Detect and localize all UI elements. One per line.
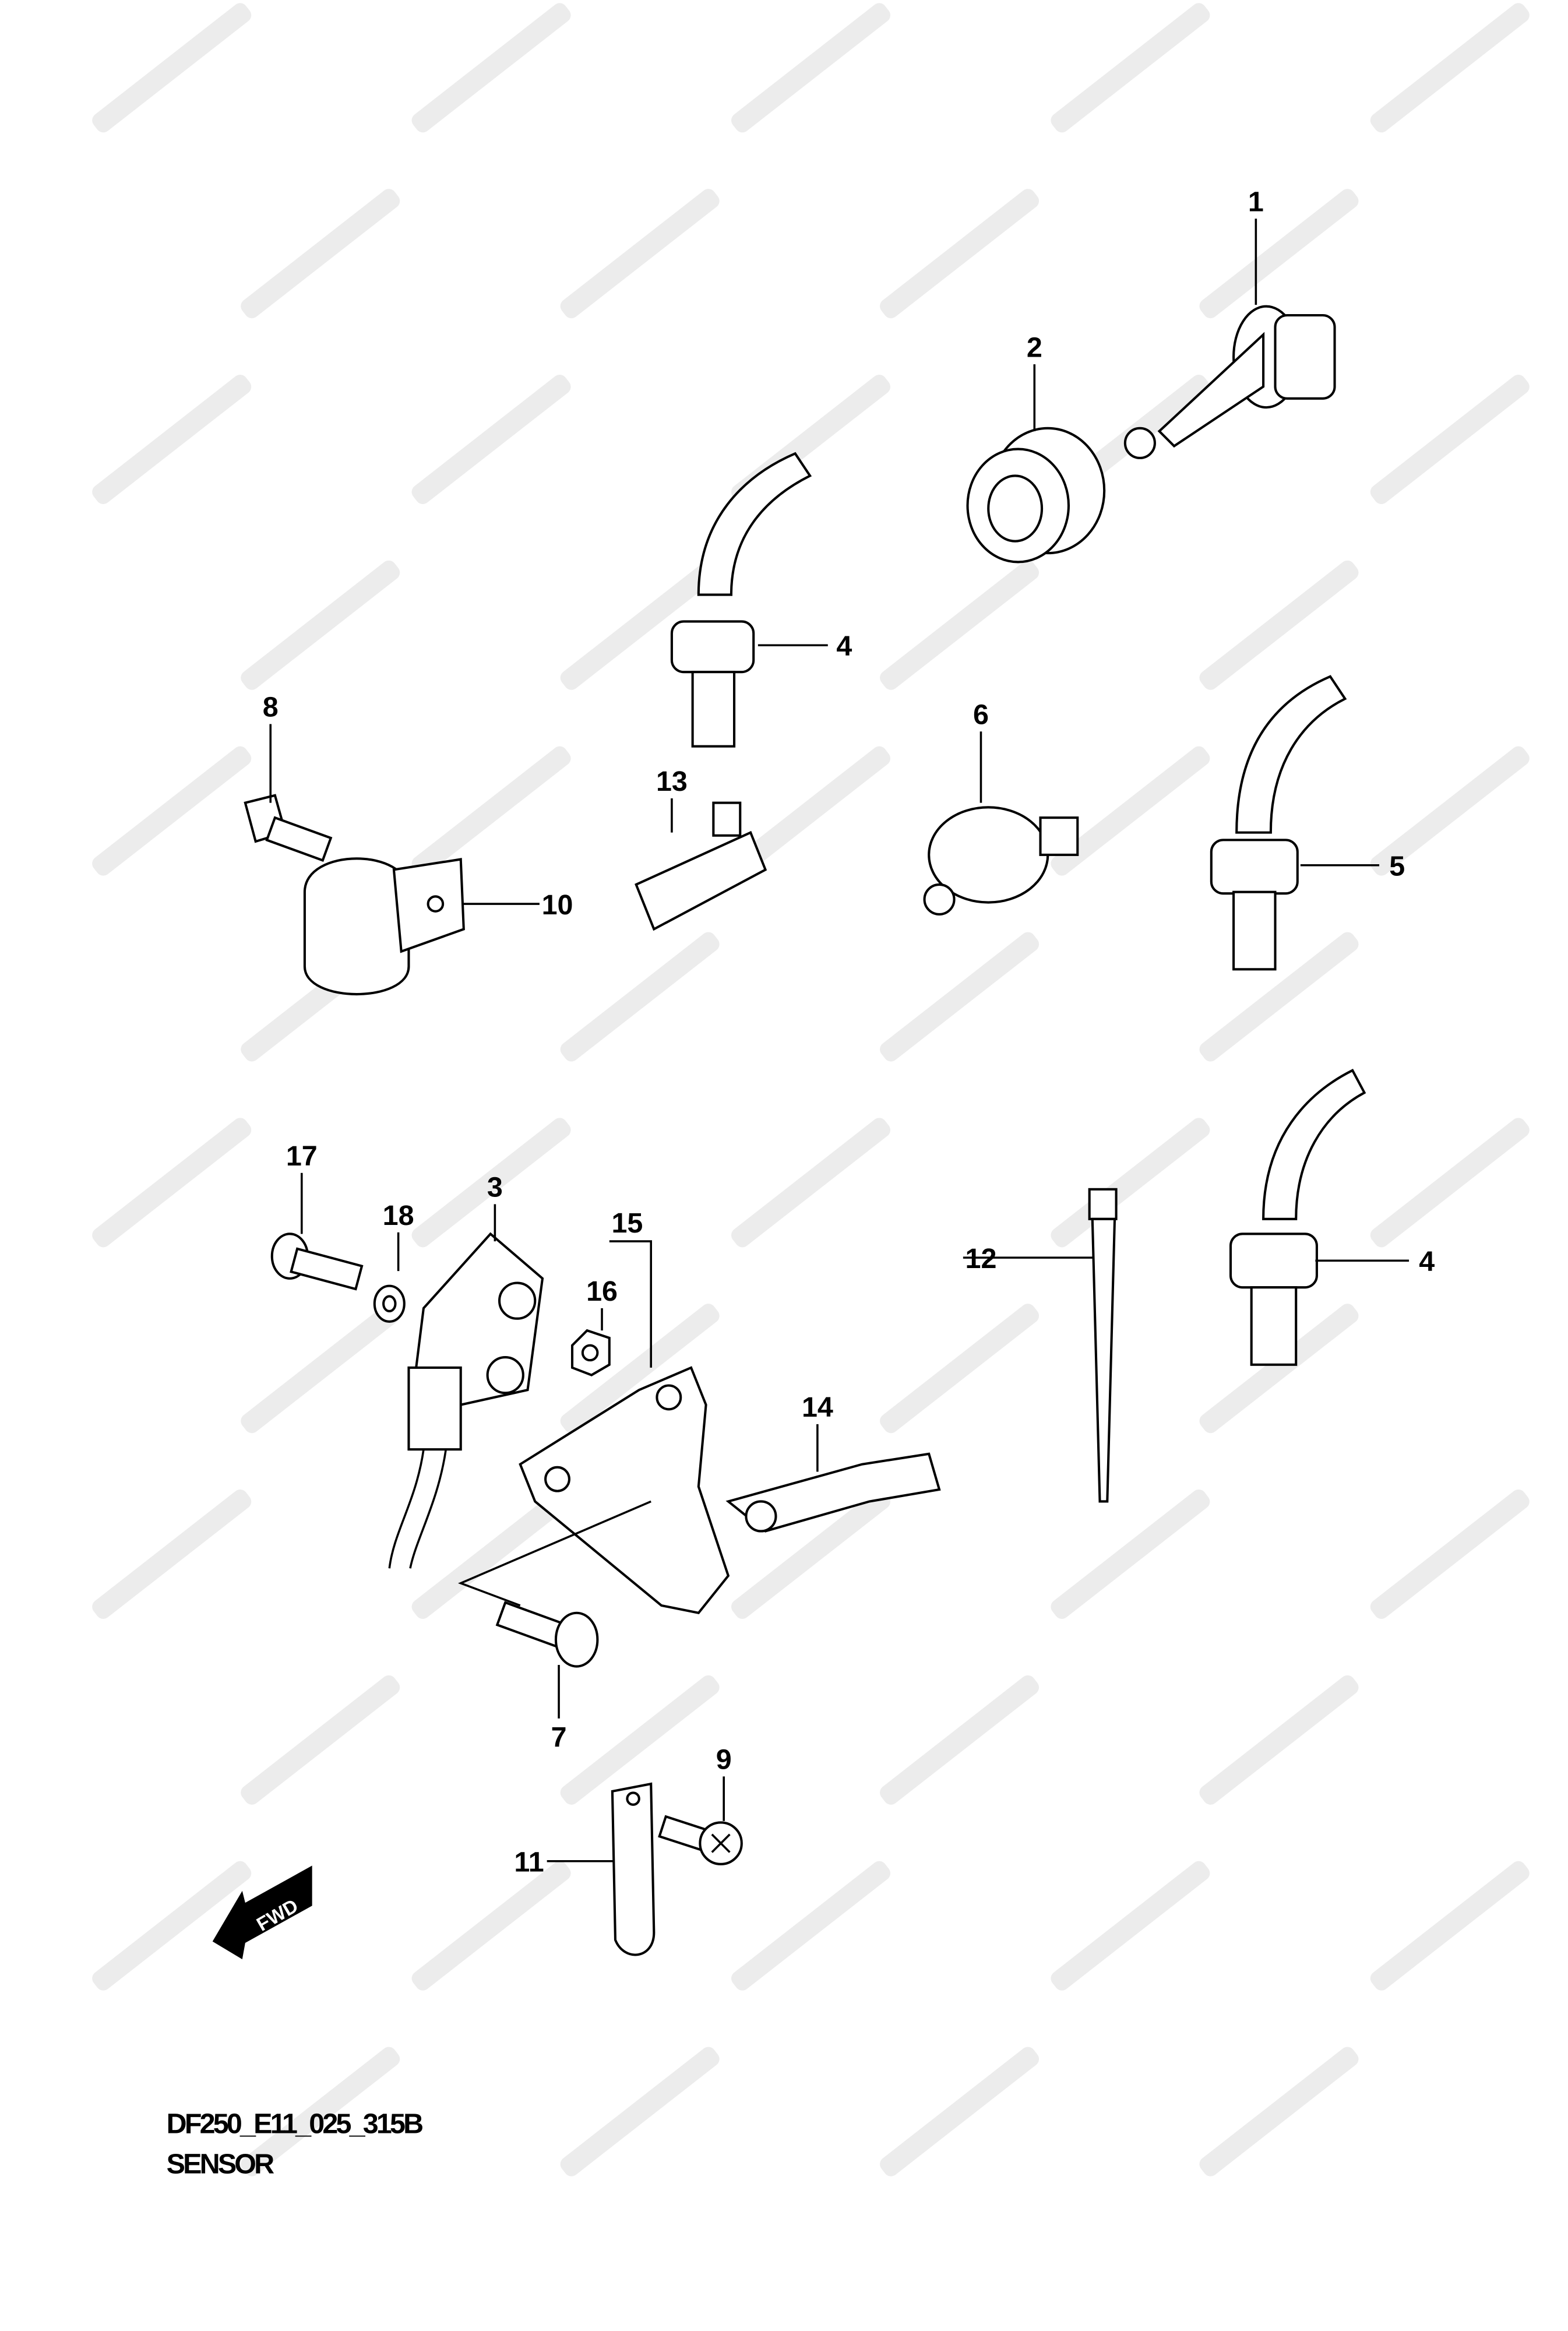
- callout-13[interactable]: 13: [656, 766, 688, 797]
- part-7-bolt[interactable]: [495, 1601, 599, 1668]
- callout-5[interactable]: 5: [1389, 851, 1405, 882]
- callout-2[interactable]: 2: [1027, 332, 1042, 363]
- watermark-mark: [880, 1675, 1040, 1805]
- watermark-mark: [731, 3, 890, 133]
- watermark-mark: [880, 560, 1040, 690]
- part-6-knock-sensor[interactable]: [923, 806, 1079, 916]
- callout-11[interactable]: 11: [514, 1847, 544, 1878]
- watermark-mark: [92, 3, 252, 133]
- callouts: 1 2 3 4 4 5 6 7 8 9 10 11 12 13 14 15 16…: [263, 186, 1435, 1878]
- part-4-sensor-top[interactable]: [670, 452, 812, 748]
- watermark-mark: [1199, 189, 1359, 319]
- watermark-mark: [92, 374, 252, 504]
- watermark-mark: [731, 1490, 890, 1619]
- watermark-mark: [1051, 1490, 1210, 1619]
- callout-4-bottom[interactable]: 4: [1419, 1246, 1435, 1277]
- watermark-mark: [1199, 932, 1359, 1062]
- watermark-mark: [1370, 746, 1530, 876]
- part-11-clip[interactable]: [611, 1782, 656, 1956]
- callout-15[interactable]: 15: [611, 1207, 643, 1239]
- watermark-mark: [880, 932, 1040, 1062]
- watermark-mark: [241, 1675, 400, 1805]
- watermark-mark: [560, 560, 720, 690]
- watermark-mark: [1051, 746, 1210, 876]
- watermark-mark: [241, 189, 400, 319]
- part-2-grommet[interactable]: [966, 427, 1106, 564]
- watermark-mark: [560, 1304, 720, 1434]
- watermark-mark: [411, 374, 571, 504]
- callout-1[interactable]: 1: [1248, 186, 1264, 217]
- watermark-mark: [1370, 1861, 1530, 1991]
- watermark-mark: [731, 746, 890, 876]
- watermark-mark: [1051, 1861, 1210, 1991]
- watermark-mark: [411, 1118, 571, 1248]
- watermark-mark: [92, 746, 252, 876]
- watermark-mark: [560, 2047, 720, 2177]
- watermark-mark: [1370, 1490, 1530, 1619]
- watermark-mark: [880, 2047, 1040, 2177]
- watermark-mark: [1370, 3, 1530, 133]
- watermark-mark: [92, 1490, 252, 1619]
- leader-lines: [269, 219, 1410, 1862]
- callout-18[interactable]: 18: [383, 1200, 414, 1231]
- callout-6[interactable]: 6: [973, 699, 989, 730]
- part-14-link[interactable]: [725, 1452, 941, 1533]
- watermark-mark: [880, 189, 1040, 319]
- part-15-lever[interactable]: [519, 1366, 730, 1615]
- watermark-mark: [92, 1118, 252, 1248]
- watermark-mark: [1370, 1118, 1530, 1248]
- part-12-cable-tie[interactable]: [1088, 1188, 1118, 1503]
- part-8-bolt[interactable]: [244, 794, 333, 862]
- watermark-mark: [411, 746, 571, 876]
- callout-4-top[interactable]: 4: [836, 631, 852, 662]
- watermark-mark: [241, 2047, 400, 2177]
- watermark-mark: [1370, 374, 1530, 504]
- watermark-mark: [241, 560, 400, 690]
- part-10-clamp[interactable]: [303, 857, 465, 996]
- part-16-nut[interactable]: [570, 1329, 611, 1376]
- watermark-mark: [1051, 1118, 1210, 1248]
- callout-7[interactable]: 7: [551, 1721, 567, 1753]
- watermark-mark: [411, 1490, 571, 1619]
- watermark-mark: [411, 3, 571, 133]
- watermark-mark: [560, 932, 720, 1062]
- callout-17[interactable]: 17: [286, 1140, 318, 1172]
- diagram-code: DF250_E11_025_315B: [167, 2108, 422, 2140]
- part-13-clip[interactable]: [635, 801, 767, 931]
- watermark-mark: [880, 1304, 1040, 1434]
- callout-14[interactable]: 14: [802, 1392, 833, 1423]
- part-9-screw[interactable]: [658, 1815, 743, 1865]
- watermark-mark: [560, 189, 720, 319]
- part-5-sensor[interactable]: [1210, 675, 1347, 971]
- watermark-mark: [1199, 1304, 1359, 1434]
- callout-10[interactable]: 10: [542, 889, 573, 921]
- watermark-mark: [560, 1675, 720, 1805]
- watermark-mark: [1199, 2047, 1359, 2177]
- part-18-washer[interactable]: [373, 1284, 406, 1323]
- watermark-mark: [241, 1304, 400, 1434]
- watermark-layer: [92, 3, 1530, 2177]
- part-4-sensor-bottom[interactable]: [1229, 1069, 1366, 1366]
- callout-12[interactable]: 12: [966, 1243, 997, 1274]
- watermark-mark: [731, 1118, 890, 1248]
- watermark-mark: [92, 1861, 252, 1991]
- callout-16[interactable]: 16: [586, 1276, 618, 1307]
- watermark-mark: [1199, 560, 1359, 690]
- diagram-title: SENSOR: [167, 2148, 274, 2179]
- part-1-sensor[interactable]: [1123, 305, 1336, 459]
- watermark-mark: [731, 1861, 890, 1991]
- callout-3[interactable]: 3: [487, 1172, 503, 1203]
- watermark-mark: [1051, 3, 1210, 133]
- callout-9[interactable]: 9: [716, 1744, 732, 1776]
- watermark-mark: [1199, 1675, 1359, 1805]
- watermark-mark: [411, 1861, 571, 1991]
- part-3-throttle-sensor[interactable]: [388, 1232, 544, 1569]
- callout-8[interactable]: 8: [263, 692, 279, 723]
- part-17-bolt[interactable]: [270, 1233, 364, 1291]
